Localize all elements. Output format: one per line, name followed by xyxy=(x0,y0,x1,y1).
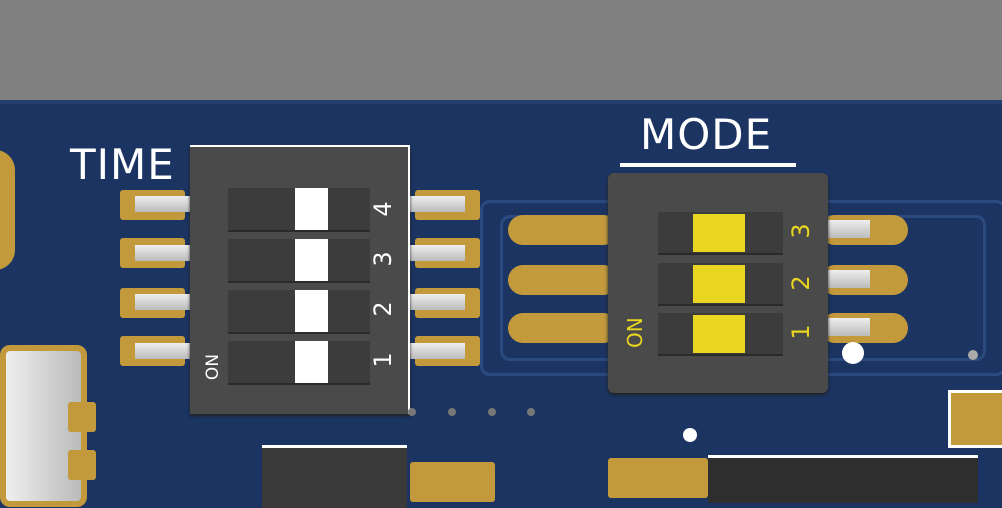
pcb-part xyxy=(693,315,745,353)
pcb-part xyxy=(410,294,465,310)
pcb-part xyxy=(508,265,618,295)
pcb-part xyxy=(488,408,496,416)
time-switch-3[interactable] xyxy=(228,290,370,334)
pad xyxy=(410,462,495,502)
component xyxy=(948,390,1002,448)
background xyxy=(0,0,1002,100)
pcb-part xyxy=(508,215,618,245)
pcb-part xyxy=(135,343,190,359)
position-label: 3 xyxy=(787,223,815,239)
on-label: ON xyxy=(203,353,223,381)
component xyxy=(262,445,407,508)
pcb-part xyxy=(410,343,465,359)
pad xyxy=(68,450,96,480)
pcb-part xyxy=(527,408,535,416)
pcb-part xyxy=(825,220,870,238)
time-dip-switch: 4 3 2 1 ON xyxy=(190,145,410,414)
on-label: ON xyxy=(623,317,647,348)
time-switch-4[interactable] xyxy=(228,341,370,385)
mode-switch-2[interactable] xyxy=(658,263,783,306)
component xyxy=(708,455,978,503)
pcb-part xyxy=(135,294,190,310)
pcb-part xyxy=(448,408,456,416)
pcb-part xyxy=(295,290,328,332)
pcb-part xyxy=(693,214,745,252)
silkscreen xyxy=(620,163,796,167)
pcb-part xyxy=(693,265,745,303)
time-switch-2[interactable] xyxy=(228,239,370,283)
pcb-part xyxy=(135,196,190,212)
pin1-marker xyxy=(842,342,864,364)
position-label: 2 xyxy=(787,275,815,291)
pcb-part xyxy=(295,239,328,281)
mode-switch-1[interactable] xyxy=(658,313,783,356)
pcb-part xyxy=(410,245,465,261)
time-label: TIME xyxy=(70,140,175,189)
pcb-part xyxy=(410,196,465,212)
pcb-part xyxy=(508,313,618,343)
mode-dip-switch: 3 2 1 ON xyxy=(608,173,828,393)
pcb-part xyxy=(135,245,190,261)
pcb-part xyxy=(408,408,416,416)
position-label: 2 xyxy=(369,301,397,317)
edge-pad xyxy=(0,150,15,270)
mode-label: MODE xyxy=(640,110,773,159)
pad xyxy=(608,458,708,498)
position-label: 1 xyxy=(787,324,815,340)
mode-switch-3[interactable] xyxy=(658,212,783,255)
board-edge xyxy=(0,100,1002,104)
pad xyxy=(68,402,96,432)
time-switch-1[interactable] xyxy=(228,188,370,232)
pcb-part xyxy=(825,318,870,336)
position-label: 1 xyxy=(369,352,397,368)
via xyxy=(968,350,978,360)
position-label: 4 xyxy=(369,201,397,217)
pcb-part xyxy=(295,188,328,230)
pcb-part xyxy=(295,341,328,383)
marker-dot xyxy=(683,428,697,442)
pcb-part xyxy=(825,270,870,288)
position-label: 3 xyxy=(369,251,397,267)
